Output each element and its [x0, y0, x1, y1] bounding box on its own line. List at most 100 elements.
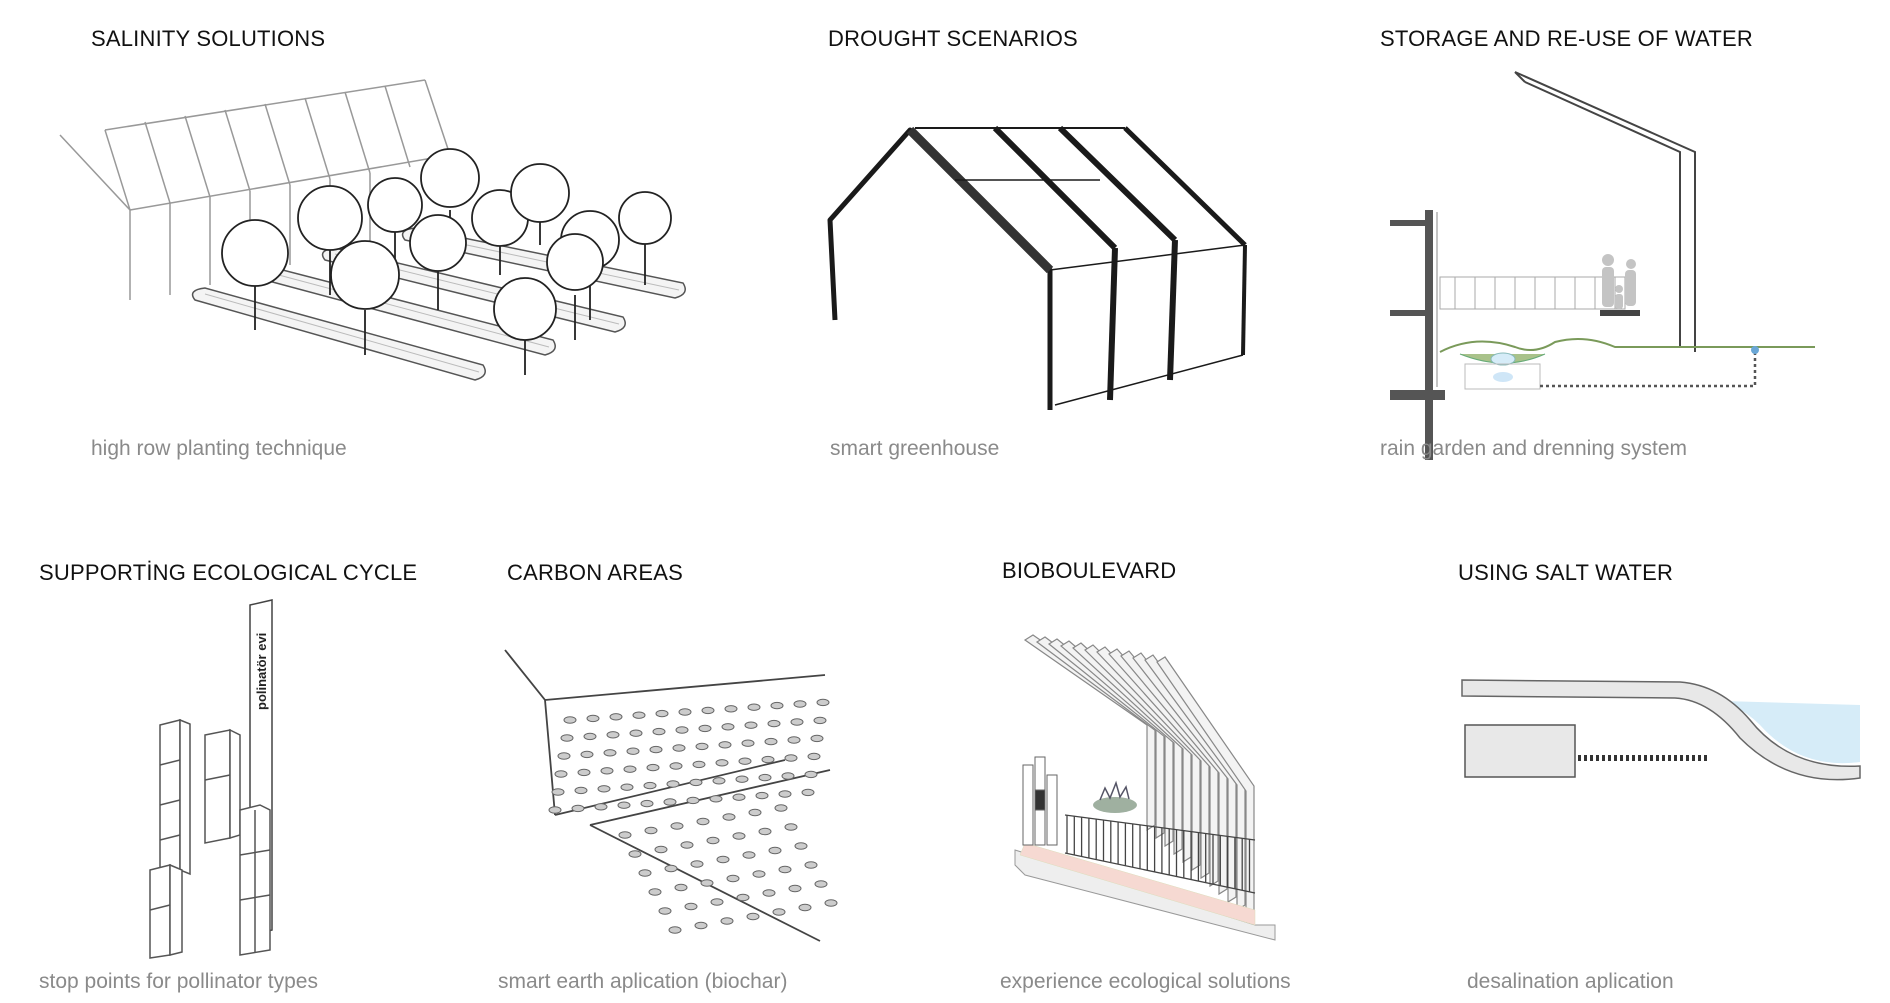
biochar-dot	[798, 903, 812, 912]
biochar-dot	[675, 726, 689, 734]
biochar-dot	[758, 773, 772, 782]
biochar-dot	[814, 880, 828, 888]
biochar-dot	[721, 723, 735, 731]
canopy-slat	[1047, 638, 1174, 848]
biochar-dot	[752, 870, 766, 878]
biochar-dot	[551, 788, 565, 796]
biochar-dot	[774, 804, 788, 812]
biochar-dot	[626, 747, 640, 755]
biochar-dot	[696, 817, 710, 826]
biochar-dot	[560, 734, 574, 742]
canopy-slat	[1144, 654, 1246, 912]
biochar-dot	[680, 841, 694, 849]
panel-caption-drought: smart greenhouse	[830, 437, 1000, 460]
biochar-dot	[663, 798, 677, 806]
biochar-dot	[715, 759, 729, 767]
biochar-dot	[746, 912, 760, 921]
canopy-slat	[1108, 648, 1219, 888]
biochar-dot	[698, 724, 712, 733]
biochar-dot	[770, 701, 784, 710]
sea-water	[1690, 699, 1860, 764]
panel-caption-salinity: high row planting technique	[91, 437, 347, 460]
biochar-dot	[574, 786, 588, 795]
biochar-dot	[736, 893, 750, 902]
biochar-dot	[720, 917, 734, 925]
biochar-dot	[672, 744, 686, 752]
biochar-dot	[617, 801, 631, 809]
biochar-dot	[640, 799, 654, 808]
biochar-dot	[548, 806, 562, 814]
panel-title-bioboulevard: BIOBOULEVARD	[1002, 558, 1177, 583]
panel-title-carbon: CARBON AREAS	[507, 560, 684, 585]
biochar-dot	[577, 768, 591, 777]
biochar-dot	[700, 879, 714, 887]
biochar-dot	[690, 860, 704, 868]
biochar-dot	[748, 808, 762, 817]
pollinator-stop-points-illustration: polinatör evi	[149, 599, 273, 959]
biochar-dot	[669, 762, 683, 770]
biochar-dot	[813, 716, 827, 725]
biochar-dot	[580, 750, 594, 759]
bioboulevard-illustration	[1014, 634, 1276, 941]
pollinator-sign-text: polinatör evi	[254, 633, 269, 710]
canopy-slat	[1120, 650, 1228, 896]
biochar-dot	[793, 700, 807, 708]
biochar-dot	[788, 884, 802, 893]
biochar-dot	[784, 754, 798, 762]
panel-title-storage: STORAGE AND RE-USE OF WATER	[1380, 26, 1753, 51]
biochar-dot	[735, 775, 749, 783]
biochar-dot	[741, 739, 755, 747]
biochar-dot	[597, 785, 611, 793]
biochar-dot	[554, 770, 568, 778]
biochar-dot	[620, 783, 634, 791]
biochar-dot	[722, 813, 736, 821]
biochar-dot	[606, 731, 620, 739]
panel-title-ecological-cycle: SUPPORTİNG ECOLOGICAL CYCLE	[39, 560, 418, 585]
biochar-dot	[807, 752, 821, 761]
biochar-dot	[695, 742, 709, 751]
biochar-dot	[557, 752, 571, 760]
canopy-slat	[1059, 640, 1183, 856]
biochar-dot	[747, 703, 761, 711]
panel-caption-ecological-cycle: stop points for pollinator types	[39, 970, 318, 993]
smart-greenhouse-illustration	[827, 125, 1247, 410]
biochar-dot	[710, 898, 724, 906]
biochar-dot	[718, 741, 732, 749]
biochar-dot	[724, 705, 738, 713]
biochar-dot	[563, 716, 577, 724]
panel-title-drought: DROUGHT SCENARIOS	[828, 26, 1078, 51]
biochar-dot	[709, 795, 723, 803]
biochar-dot	[762, 889, 776, 897]
biochar-dot	[742, 851, 756, 859]
biochar-dot	[738, 757, 752, 765]
biochar-dot	[678, 708, 692, 716]
biochar-dot	[618, 831, 632, 839]
biochar-dot	[632, 711, 646, 719]
biochar-dot	[684, 902, 698, 911]
panel-caption-salt-water: desalination aplication	[1467, 970, 1674, 993]
biochar-dot	[794, 842, 808, 850]
canopy-slat	[1035, 636, 1165, 840]
biochar-dot	[726, 874, 740, 883]
biochar-dot	[712, 777, 726, 785]
biochar-dot	[652, 727, 666, 736]
biochar-dot	[784, 823, 798, 831]
walkway	[1019, 842, 1256, 926]
biochar-dot	[666, 780, 680, 788]
panel-title-salt-water: USING SALT WATER	[1458, 560, 1674, 585]
biochar-dot	[778, 790, 792, 798]
biochar-dot	[787, 736, 801, 744]
biochar-dot	[670, 822, 684, 830]
biochar-dot	[694, 921, 708, 930]
biochar-dot	[638, 869, 652, 877]
biochar-dot	[810, 734, 824, 743]
desalination-illustration	[1461, 679, 1861, 781]
biochar-dot	[744, 721, 758, 729]
biochar-dot	[628, 850, 642, 858]
rain-garden-illustration	[1390, 71, 1815, 460]
biochar-dot	[761, 755, 775, 764]
biochar-dot	[594, 803, 608, 811]
biochar-dot	[706, 836, 720, 845]
biochar-dot	[689, 778, 703, 787]
biochar-dot	[758, 827, 772, 836]
